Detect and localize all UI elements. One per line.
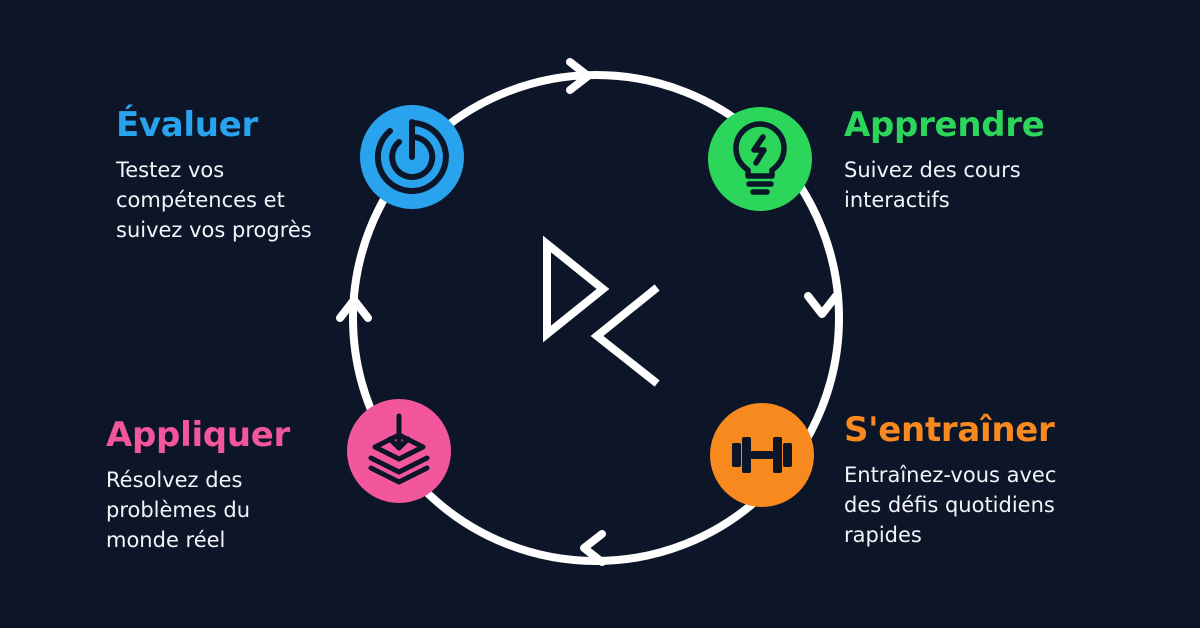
apprendre-node [708,107,812,211]
lightbulb-icon [733,121,787,195]
step-appliquer-description: Résolvez des problèmes du monde réel [106,468,251,552]
dumbbell-icon [732,437,792,473]
step-apprendre: Apprendre Suivez des cours interactifs [844,105,1144,215]
appliquer-node [347,399,451,503]
step-entrainer: S'entraîner Entraînez-vous avec des défi… [844,410,1164,550]
evaluer-node [360,105,464,209]
step-entrainer-title: S'entraîner [844,410,1055,450]
step-entrainer-description: Entraînez-vous avec des défis quotidiens… [844,463,1057,547]
arrow-top-chevron-icon [566,58,592,94]
entrainer-node [710,403,814,507]
target-icon [374,119,449,194]
step-appliquer-title: Appliquer [106,415,290,455]
dc-logo-icon [543,235,660,387]
layers-download-icon [368,413,430,485]
step-apprendre-title: Apprendre [844,105,1045,145]
step-appliquer: Appliquer Résolvez des problèmes du mond… [106,415,366,555]
arrow-right-chevron-icon [804,292,840,318]
arrow-bottom-chevron-icon [580,530,606,566]
step-evaluer-description: Testez vos compétences et suivez vos pro… [116,158,312,242]
step-evaluer: Évaluer Testez vos compétences et suivez… [116,105,376,245]
arrow-left-chevron-icon [336,296,372,322]
step-evaluer-title: Évaluer [116,105,258,145]
step-apprendre-description: Suivez des cours interactifs [844,158,1021,212]
